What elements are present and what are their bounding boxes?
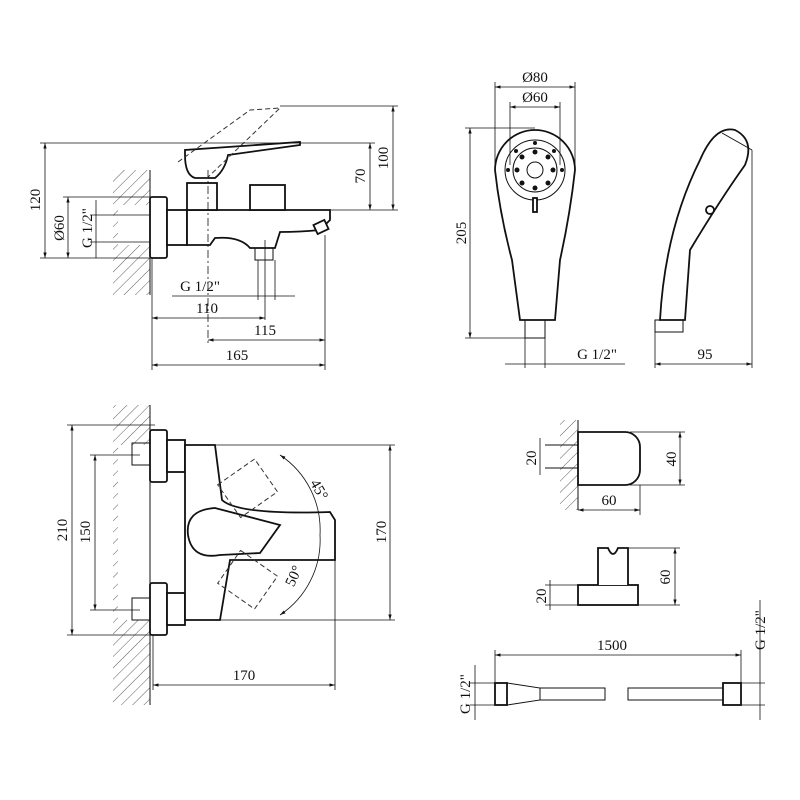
dim-70: 70: [353, 169, 369, 184]
dim-205: 205: [454, 222, 470, 245]
dim-165: 165: [226, 348, 249, 364]
shower-bracket-view: 20 60: [534, 547, 680, 610]
dim-g-half-wall: G 1/2": [80, 208, 96, 248]
dim-hose-g-right: G 1/2": [753, 610, 769, 650]
dim-bracket-60: 60: [658, 570, 674, 585]
hose-view: 1500 G 1/2" G 1/2": [458, 600, 769, 720]
dim-hose-1500: 1500: [597, 638, 627, 654]
dim-150: 150: [78, 521, 94, 544]
dim-170-horizontal: 170: [233, 668, 256, 684]
dim-holder-40: 40: [664, 452, 680, 467]
dim-diameter-60-head: Ø60: [522, 90, 548, 106]
dim-110: 110: [196, 301, 218, 317]
spray-nozzles: [506, 141, 564, 191]
dim-g-half-head: G 1/2": [577, 347, 617, 363]
angle-45: 45°: [306, 477, 330, 503]
dim-holder-20: 20: [524, 451, 540, 466]
shower-head-view: Ø80 Ø60 205 G 1/2" 95: [454, 70, 753, 368]
dim-170-vertical: 170: [374, 521, 390, 544]
dim-115: 115: [254, 323, 276, 339]
dim-100: 100: [376, 147, 392, 170]
dim-bracket-20: 20: [534, 589, 550, 604]
dim-diameter-80: Ø80: [522, 70, 548, 86]
faucet-side-view: 120 Ø60 G 1/2" 100 70 G 1/2" 110 115 165: [28, 105, 398, 370]
dim-hose-g-left: G 1/2": [458, 674, 474, 714]
dim-95: 95: [698, 347, 713, 363]
dim-diameter-60: Ø60: [52, 215, 68, 241]
dim-g-half-outlet: G 1/2": [180, 279, 220, 295]
angle-50: 50°: [283, 563, 306, 589]
wall-holder-view: 20 40 60: [524, 420, 685, 515]
dim-120: 120: [28, 189, 44, 212]
dim-holder-60: 60: [602, 493, 617, 509]
faucet-top-view: 45° 50° 210 150 170 170: [55, 405, 395, 705]
dim-210: 210: [55, 519, 71, 542]
